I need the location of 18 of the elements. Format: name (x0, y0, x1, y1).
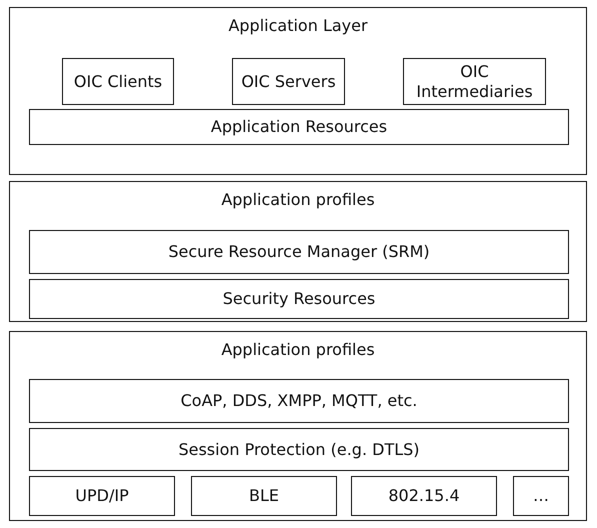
component-block: BLE (191, 476, 337, 516)
component-block: CoAP, DDS, XMPP, MQTT, etc. (29, 379, 569, 423)
component-block: OIC Servers (232, 58, 345, 105)
component-block: Application Resources (29, 109, 569, 145)
component-block: … (513, 476, 569, 516)
component-block: OIC Clients (62, 58, 174, 105)
component-block: 802.15.4 (351, 476, 497, 516)
layer-title: Application profiles (221, 340, 375, 359)
layer-panel (9, 7, 587, 175)
layer-title: Application profiles (221, 190, 375, 209)
component-block: Secure Resource Manager (SRM) (29, 230, 569, 274)
component-block: OIC Intermediaries (403, 58, 546, 105)
component-block: Security Resources (29, 279, 569, 319)
layer-panel (9, 181, 587, 322)
layer-title: Application Layer (228, 16, 368, 35)
component-block: Session Protection (e.g. DTLS) (29, 428, 569, 471)
layer-panel (9, 331, 587, 521)
component-block: UPD/IP (29, 476, 175, 516)
